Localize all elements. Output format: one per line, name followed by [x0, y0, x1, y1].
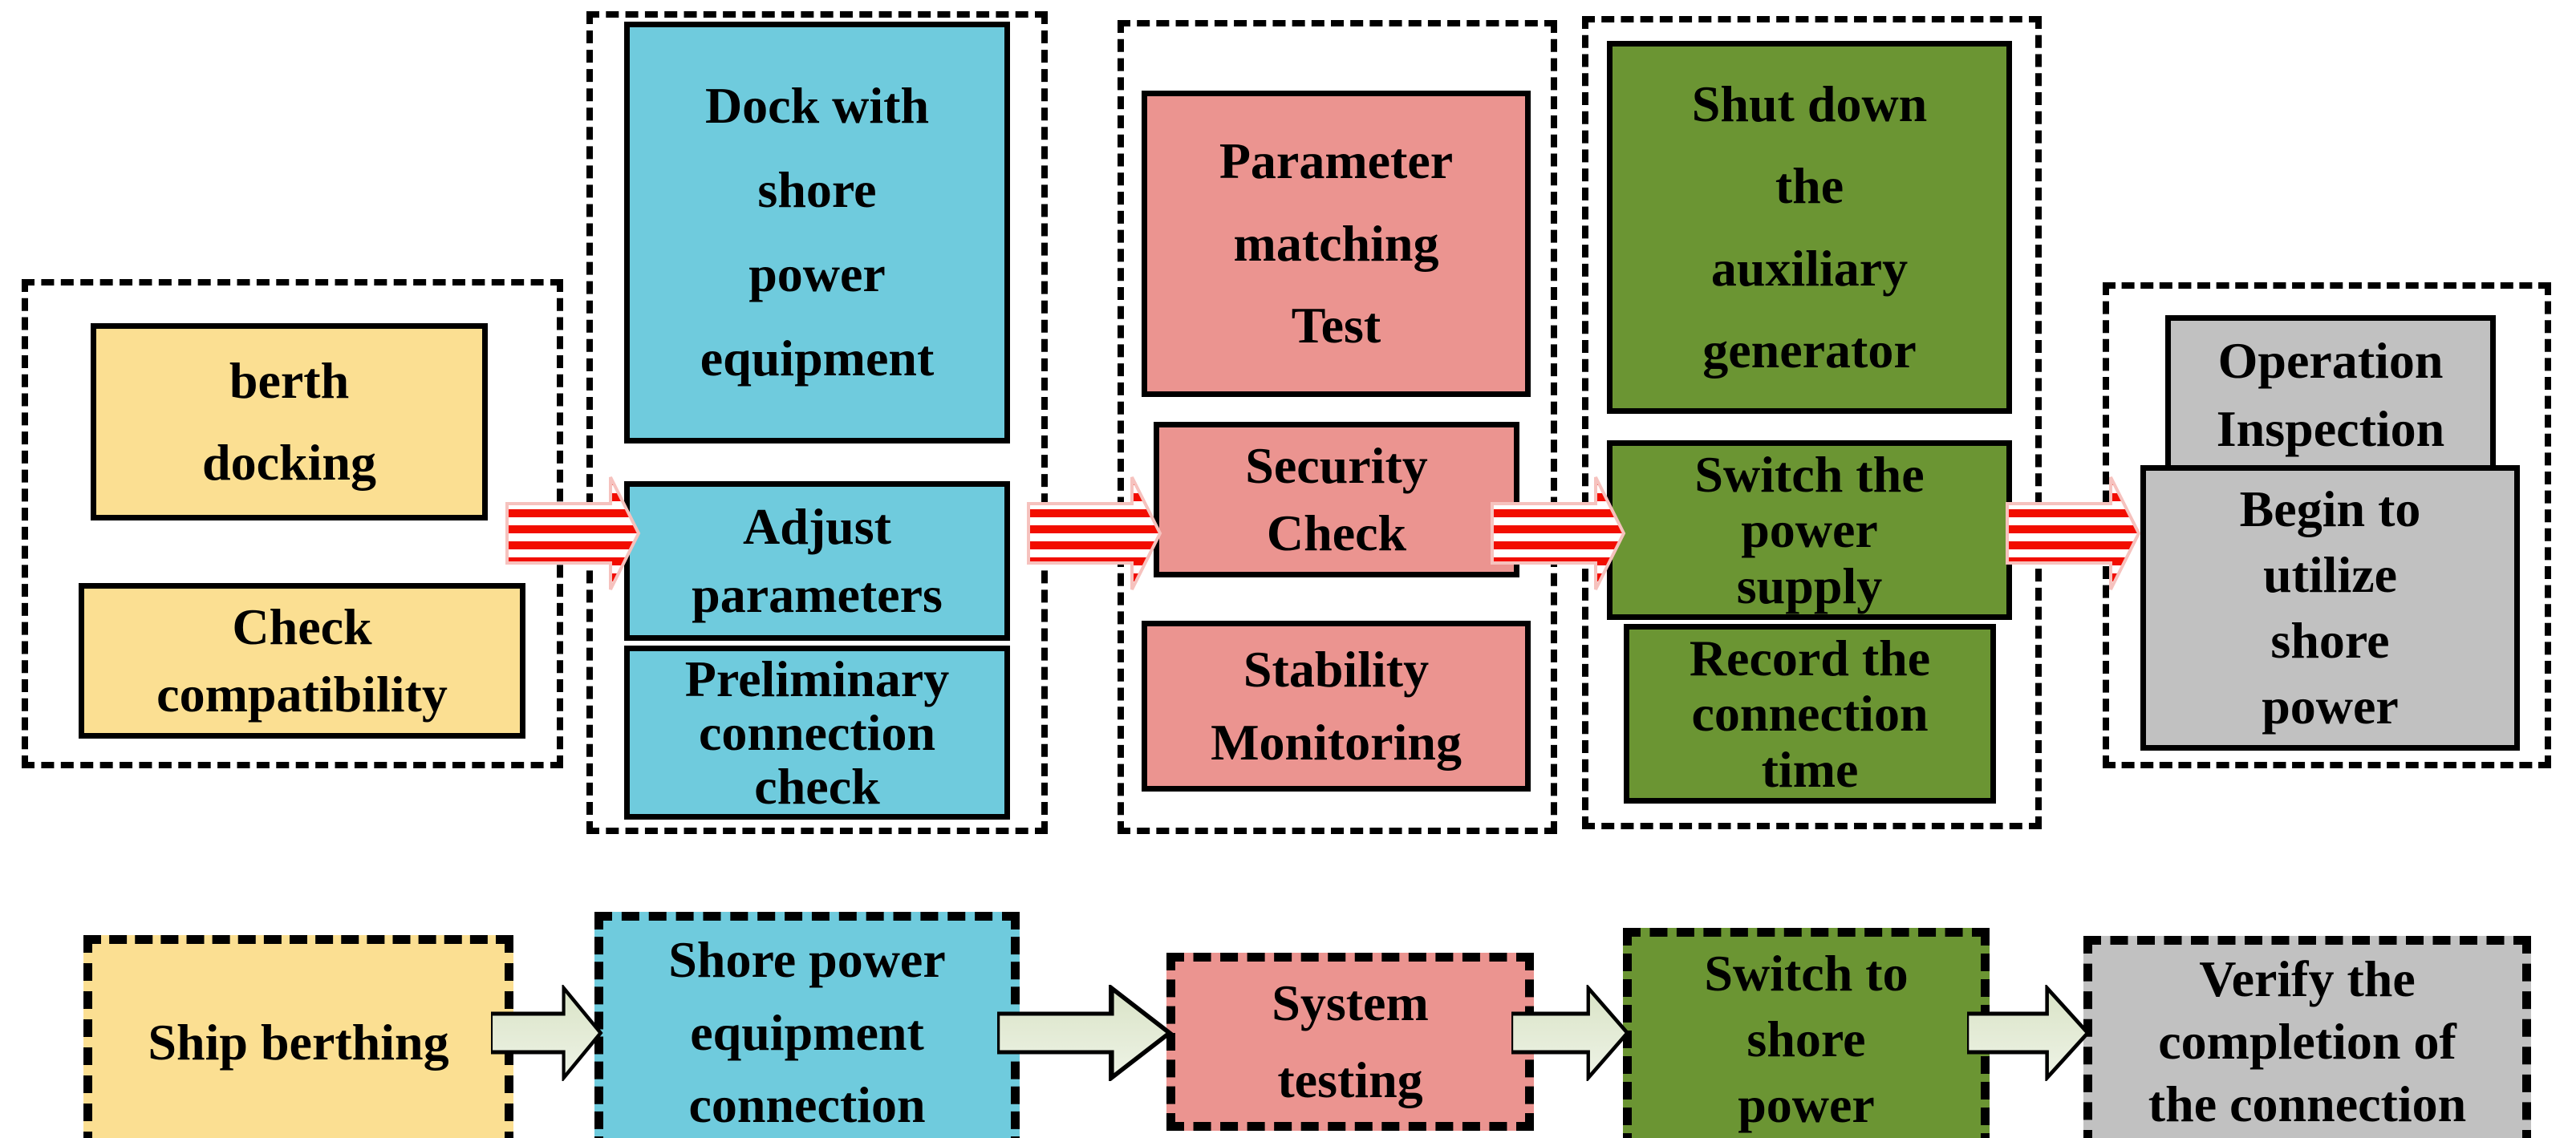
step-box-system-testing: System testing	[1166, 953, 1534, 1131]
stage-group-berthing: berth docking Check compatibility	[22, 279, 563, 768]
stage-group-power-switch: Shut down the auxiliary generator Switch…	[1582, 16, 2042, 829]
task-box-begin-utilize-shore-power: Begin to utilize shore power	[2140, 465, 2520, 751]
step-box-switch-to-shore-power: Switch to shore power	[1623, 928, 1990, 1138]
task-box-check-compatibility: Check compatibility	[79, 583, 525, 739]
flow-arrow-icon	[1491, 476, 1626, 590]
stage-group-verification: Operation Inspection Begin to utilize sh…	[2103, 282, 2551, 768]
step-arrow-icon	[997, 985, 1174, 1081]
task-box-operation-inspection: Operation Inspection	[2165, 315, 2496, 475]
step-box-shore-power-equipment-connection: Shore power equipment connection	[594, 912, 1020, 1138]
step-box-verify-completion: Verify the completion of the connection	[2083, 936, 2531, 1138]
task-box-parameter-matching-test: Parameter matching Test	[1142, 91, 1531, 397]
task-box-switch-power-supply: Switch the power supply	[1607, 440, 2012, 620]
task-box-security-check: Security Check	[1154, 422, 1519, 577]
task-box-record-connection-time: Record the connection time	[1624, 624, 1996, 804]
step-arrow-icon	[491, 985, 603, 1081]
task-box-stability-monitoring: Stability Monitoring	[1142, 621, 1531, 792]
step-box-ship-berthing: Ship berthing	[83, 935, 513, 1138]
stage-group-equipment-connection: Dock with shore power equipment Adjust p…	[586, 11, 1048, 834]
flow-arrow-icon	[1027, 476, 1162, 590]
stage-group-testing: Parameter matching Test Security Check S…	[1118, 20, 1557, 834]
task-box-dock-with-shore-power-equipment: Dock with shore power equipment	[624, 22, 1010, 443]
task-box-adjust-parameters: Adjust parameters	[624, 481, 1010, 641]
task-box-preliminary-connection-check: Preliminary connection check	[624, 646, 1010, 820]
flow-arrow-icon	[2006, 476, 2141, 590]
step-arrow-icon	[1967, 985, 2091, 1081]
flow-arrow-icon	[505, 476, 641, 590]
step-arrow-icon	[1511, 985, 1630, 1081]
task-box-berth-docking: berth docking	[91, 323, 488, 520]
task-box-shut-down-auxiliary-generator: Shut down the auxiliary generator	[1607, 41, 2012, 414]
